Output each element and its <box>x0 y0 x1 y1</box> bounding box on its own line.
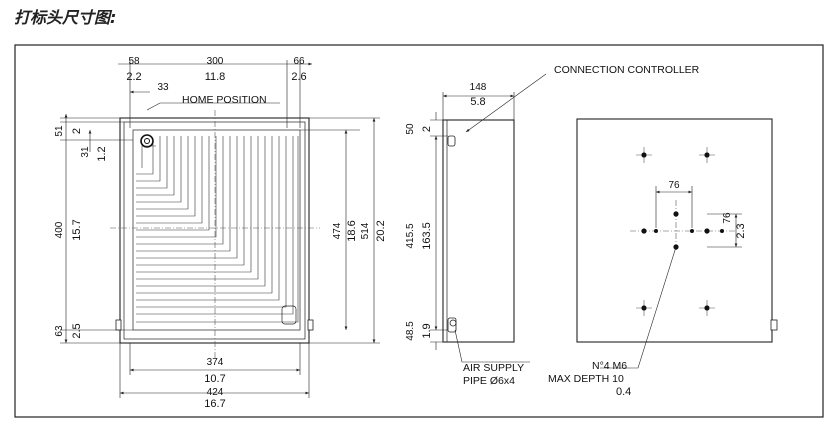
front-right-in-1: 18.6 <box>346 220 358 241</box>
back-hole-mm-2: 76 <box>722 212 733 224</box>
page-heading: 打标头尺寸图: <box>14 8 117 27</box>
back-note-inch: 0.4 <box>616 386 631 398</box>
side-left-mm-3: 48.5 <box>405 321 416 341</box>
front-bottom-in-2: 16.7 <box>204 398 225 410</box>
side-left-in-1: 2 <box>421 126 433 132</box>
side-body <box>442 119 515 343</box>
front-left-mm-1: 51 <box>54 125 65 137</box>
front-top-mm-2: 300 <box>207 56 224 67</box>
air-supply-label: AIR SUPPLY <box>463 362 524 374</box>
front-left-mm-2: 31 <box>80 146 91 158</box>
front-left-mm-3: 400 <box>54 221 65 238</box>
mounting-holes <box>630 147 735 316</box>
front-bottom-in-1: 10.7 <box>204 373 225 385</box>
front-top-in-1: 2.2 <box>126 71 141 83</box>
front-right-mm-2: 514 <box>360 222 371 239</box>
front-bottom-mm-1: 374 <box>207 357 224 368</box>
front-right-in-2: 20.2 <box>375 220 387 241</box>
front-right-mm-1: 474 <box>332 222 343 239</box>
back-bracket <box>770 319 778 331</box>
front-top-in-2: 11.8 <box>205 71 226 83</box>
front-bracket-right <box>307 319 314 331</box>
connection-port <box>447 135 456 147</box>
front-small-offset: 33 <box>157 82 169 93</box>
back-body <box>576 118 773 343</box>
side-top-in: 5.8 <box>470 96 485 108</box>
side-top-mm: 148 <box>470 82 487 93</box>
front-bracket-left <box>115 319 122 331</box>
back-note-thread: N°4 M6 <box>592 360 627 372</box>
side-left-mm-1: 50 <box>405 123 416 135</box>
front-top-mm-3: 66 <box>293 56 305 67</box>
side-left-mm-2: 415.5 <box>405 223 416 248</box>
side-view <box>430 73 547 363</box>
front-view <box>60 60 380 398</box>
air-supply-pipe-label: PIPE Ø6x4 <box>463 375 515 387</box>
drawing-frame <box>14 44 824 418</box>
front-body-inner <box>123 121 306 340</box>
front-left-in-1: 2 <box>71 128 83 134</box>
back-hole-in: 2.3 <box>735 223 747 238</box>
side-left-in-3: 1.9 <box>421 323 433 338</box>
front-left-mm-4: 63 <box>54 325 65 337</box>
front-top-in-3: 2.6 <box>291 71 306 83</box>
connection-controller-label: CONNECTION CONTROLLER <box>554 64 700 76</box>
home-position-label: HOME POSITION <box>182 94 267 106</box>
front-bottom-mm-2: 424 <box>207 387 224 398</box>
back-hole-mm-1: 76 <box>668 180 680 191</box>
back-note-depth: MAX DEPTH 10 <box>548 373 624 385</box>
home-position-marker <box>140 134 154 148</box>
front-left-in-3: 15.7 <box>71 219 83 240</box>
front-top-mm-1: 58 <box>128 56 140 67</box>
front-body-outer <box>119 117 310 344</box>
front-nozzle <box>281 305 297 325</box>
marking-area <box>132 129 301 331</box>
marking-grid <box>136 136 299 323</box>
side-left-in-2: 163.5 <box>421 222 433 250</box>
front-left-in-4: 2.5 <box>71 323 83 338</box>
back-view <box>576 118 778 369</box>
front-left-in-2: 1.2 <box>96 146 108 161</box>
